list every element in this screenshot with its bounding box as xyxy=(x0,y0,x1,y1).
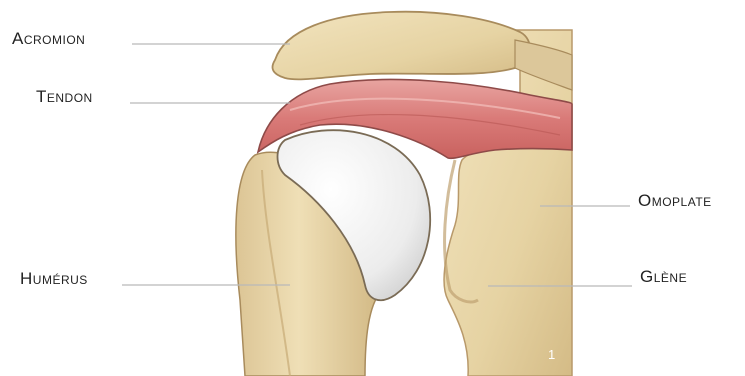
label-tendon: Tendon xyxy=(36,88,93,105)
figure-number: 1 xyxy=(548,348,555,361)
acromion-bone xyxy=(272,12,529,80)
label-omoplate: Omoplate xyxy=(638,192,712,209)
label-humerus: Humérus xyxy=(20,270,88,287)
label-glene: Glène xyxy=(640,268,687,285)
label-acromion: Acromion xyxy=(12,30,85,47)
